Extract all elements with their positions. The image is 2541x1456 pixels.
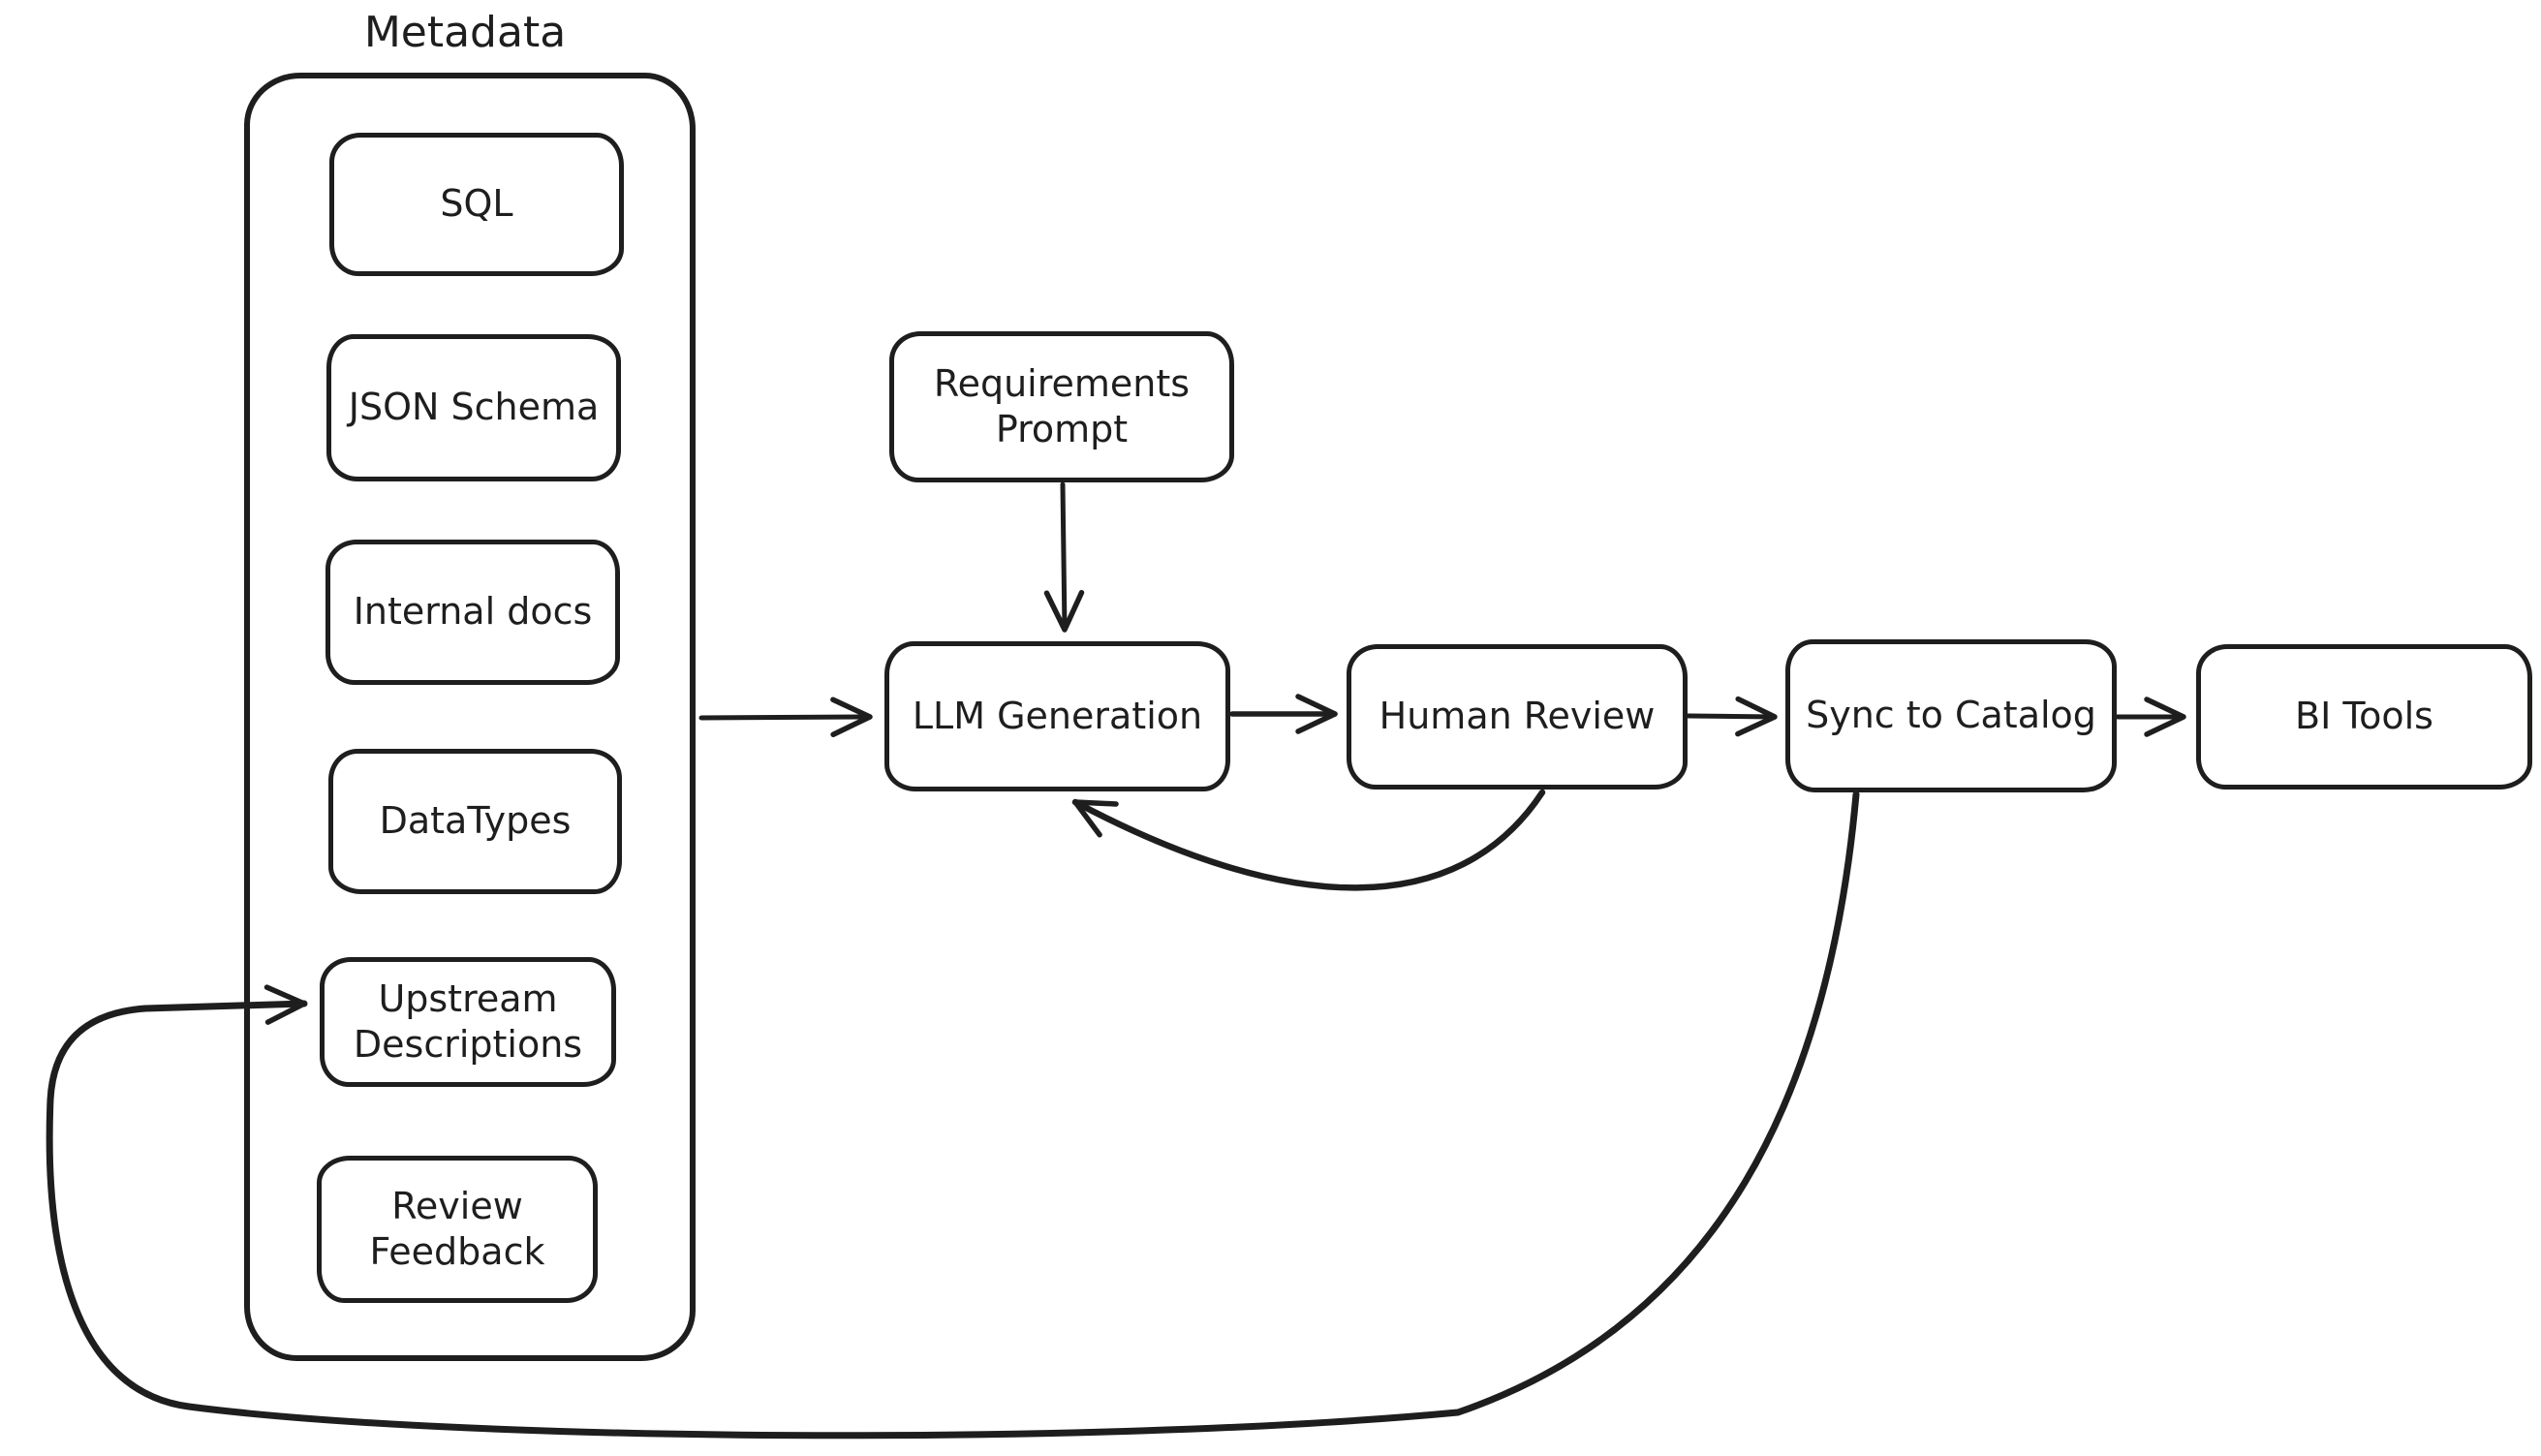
node-review-feedback: Review Feedback (317, 1156, 598, 1303)
edge-human-review-to-sync-to-catalog (1686, 696, 1778, 737)
metadata-frame (244, 73, 696, 1361)
edge-requirements-prompt-to-llm-generation (1043, 481, 1085, 633)
node-bi-tools: BI Tools (2196, 644, 2532, 790)
metadata-frame-label: Metadata (363, 8, 567, 57)
edge-human-review-to-llm-generation-feedback (1071, 789, 1546, 891)
node-datatypes: DataTypes (328, 749, 622, 894)
node-sync-to-catalog: Sync to Catalog (1785, 639, 2117, 792)
node-llm-generation: LLM Generation (884, 641, 1230, 791)
node-upstream-descriptions: Upstream Descriptions (320, 957, 616, 1087)
edge-metadata-to-llm-generation (698, 697, 873, 737)
node-internal-docs: Internal docs (325, 540, 620, 685)
node-human-review: Human Review (1347, 644, 1688, 790)
node-sql: SQL (329, 133, 624, 276)
node-requirements-prompt: Requirements Prompt (889, 331, 1234, 482)
node-json-schema: JSON Schema (326, 334, 621, 481)
